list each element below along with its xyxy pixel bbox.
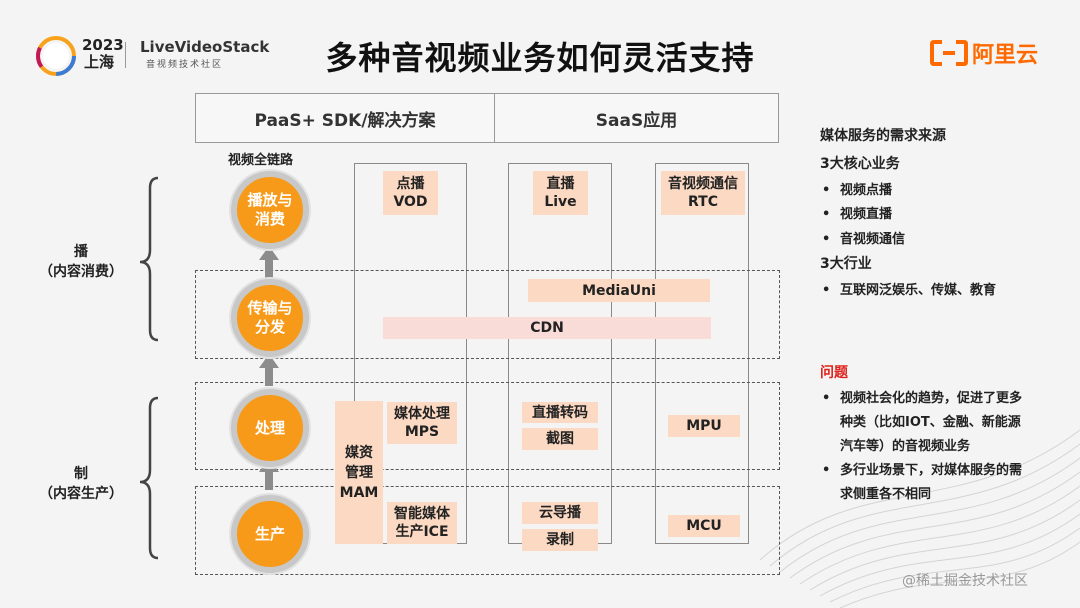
core-title: 3大核心业务 — [820, 156, 900, 172]
band-production — [195, 486, 780, 575]
stage-transmission-distribution: 传输与分发 — [231, 279, 309, 357]
problem-item: •视频社会化的趋势，促进了更多 种类（比如IOT、金融、新能源 汽车等）的音视频… — [822, 391, 1023, 454]
event-year: 2023 — [82, 36, 124, 54]
brand-subtitle: 音视频技术社区 — [146, 60, 224, 70]
side-braces — [139, 176, 159, 560]
tag-mcu: MCU — [668, 515, 740, 537]
tag-live: 直播 Live — [533, 171, 588, 215]
problem-title: 问题 — [820, 365, 848, 381]
tag-cloud-director: 云导播 — [522, 502, 598, 524]
stage-processing: 处理 — [231, 389, 309, 467]
side-group-produce: 制 （内容生产） — [39, 466, 123, 502]
paas-column-header: PaaS+ SDK/解决方案 — [195, 93, 495, 143]
logo-divider — [125, 42, 126, 68]
industry-title: 3大行业 — [820, 256, 872, 272]
tag-live-transcode: 直播转码 — [522, 402, 598, 423]
tag-cdn: CDN — [383, 317, 711, 339]
tag-rtc: 音视频通信 RTC — [661, 171, 745, 215]
tag-vod: 点播 VOD — [383, 171, 438, 215]
vendor-logo: 阿里云 — [930, 36, 1050, 70]
band-processing — [195, 382, 780, 470]
aliyun-bracket-icon — [930, 40, 968, 66]
stage-playback-consume: 播放与消费 — [231, 171, 309, 249]
tag-mam: 媒资 管理 MAM — [335, 401, 383, 544]
vendor-name: 阿里云 — [972, 43, 1039, 68]
tag-mps: 媒体处理 MPS — [387, 402, 457, 444]
event-city: 上海 — [84, 53, 115, 71]
tag-record: 录制 — [522, 529, 598, 551]
band-transmission — [195, 270, 780, 359]
tag-ice: 智能媒体 生产ICE — [387, 502, 457, 544]
page-title: 多种音视频业务如何灵活支持 — [325, 39, 755, 77]
source-title: 媒体服务的需求来源 — [820, 128, 946, 144]
chain-label: 视频全链路 — [228, 153, 294, 168]
core-item: •视频直播 — [822, 207, 893, 222]
watermark: @稀土掘金技术社区 — [902, 573, 1028, 589]
livevideostackcon-badge-icon — [36, 36, 76, 76]
industry-item: •互联网泛娱乐、传媒、教育 — [822, 283, 997, 298]
tag-snapshot: 截图 — [522, 428, 598, 450]
problem-item: •多行业场景下，对媒体服务的需 求侧重各不相同 — [822, 463, 1023, 502]
core-item: •视频点播 — [822, 183, 893, 198]
side-group-consume: 播 （内容消费） — [39, 244, 123, 280]
tag-mpu: MPU — [668, 415, 740, 437]
saas-column-header: SaaS应用 — [494, 93, 779, 143]
tag-mediauni: MediaUni — [528, 279, 710, 302]
stage-production: 生产 — [231, 495, 309, 573]
core-item: •音视频通信 — [822, 232, 906, 247]
brand-name: LiveVideoStack — [140, 38, 270, 56]
event-logo: 2023 上海 LiveVideoStack 音视频技术社区 — [36, 36, 276, 76]
column-frame-saas-right — [655, 163, 749, 544]
